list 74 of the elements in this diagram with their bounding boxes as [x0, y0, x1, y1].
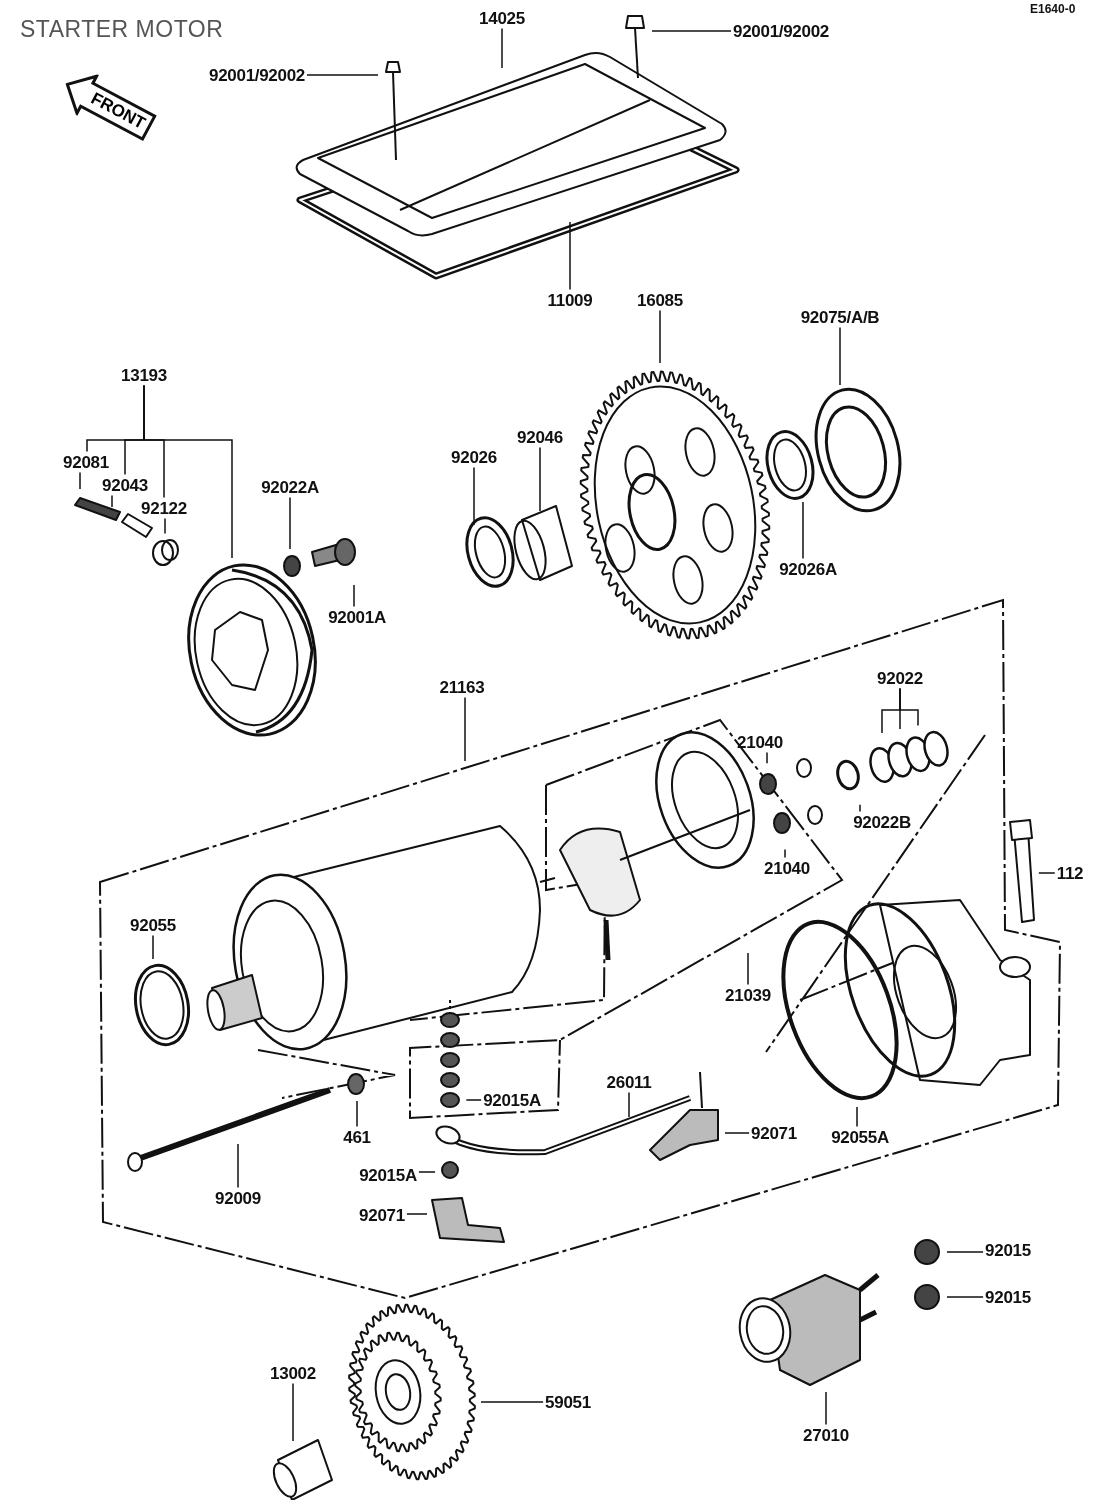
callout-number: 21039	[725, 986, 771, 1004]
leader-line	[353, 584, 355, 608]
callout-number: 92001A	[328, 608, 386, 626]
leader-line	[480, 1401, 544, 1403]
leader-line	[651, 30, 732, 32]
callout-number: 92015A	[483, 1091, 541, 1109]
callout-number: 112	[1056, 864, 1084, 882]
leader-line	[802, 501, 804, 560]
callout-number: 92071	[359, 1206, 405, 1224]
leader-line	[501, 27, 503, 69]
callout-number: 461	[343, 1128, 371, 1146]
leader-line	[356, 1100, 358, 1128]
drawing-code: E1640-0	[1030, 2, 1076, 16]
leader-line	[839, 326, 841, 386]
callout-number: 92122	[141, 499, 187, 517]
leader-line	[406, 1213, 428, 1215]
callout-number: 21163	[439, 678, 485, 696]
callout-number: 92009	[215, 1189, 261, 1207]
callout-number: 92026	[451, 448, 497, 466]
leader-line	[473, 466, 475, 526]
leader-line	[747, 952, 749, 986]
leader-line	[724, 1132, 750, 1134]
callout-number: 13002	[270, 1364, 316, 1382]
leader-line	[784, 848, 786, 859]
leader-line	[306, 74, 379, 76]
callout-number: 92015	[985, 1288, 1031, 1306]
callout-number: 27010	[803, 1426, 849, 1444]
leader-line	[569, 221, 571, 291]
callout-number: 21040	[737, 733, 783, 751]
callout-number: 92015	[985, 1241, 1031, 1259]
leader-line	[628, 1091, 630, 1118]
callout-number: 92071	[751, 1124, 797, 1142]
callout-number: 59051	[545, 1393, 591, 1411]
callout-number: 92022	[877, 669, 923, 687]
leader-line	[539, 446, 541, 512]
leader-line	[79, 471, 81, 490]
callout-number: 92081	[63, 453, 109, 471]
callout-number: 92026A	[779, 560, 837, 578]
leader-line	[152, 934, 154, 960]
callout-number: 92001/92002	[733, 22, 829, 40]
callout-number: 92001/92002	[209, 66, 305, 84]
callout-number: 92055A	[831, 1128, 889, 1146]
callout-number: 26011	[606, 1073, 652, 1091]
callout-number: 92043	[102, 476, 148, 494]
leader-line	[766, 751, 768, 765]
leader-line	[859, 804, 861, 813]
leader-line	[143, 384, 165, 499]
callout-number: 13193	[121, 366, 167, 384]
leader-line	[111, 494, 113, 508]
callout-number: 92022B	[853, 813, 911, 831]
leader-line	[946, 1296, 984, 1298]
leader-line	[464, 696, 466, 762]
callout-number: 14025	[479, 9, 525, 27]
leader-line	[856, 1106, 858, 1128]
callout-number: 92046	[517, 428, 563, 446]
leader-line	[164, 517, 166, 535]
callout-number: 92015A	[359, 1166, 417, 1184]
callout-number: 16085	[637, 291, 683, 309]
leader-line	[465, 1099, 482, 1101]
callout-number: 11009	[547, 291, 593, 309]
callout-number: 21040	[764, 859, 810, 877]
leader-line	[825, 1391, 827, 1426]
callout-number: 92055	[130, 916, 176, 934]
leader-line	[946, 1251, 984, 1253]
leader-line	[292, 1382, 294, 1442]
leader-line	[1038, 872, 1056, 874]
leader-line	[899, 687, 919, 727]
diagram-title: STARTER MOTOR	[20, 16, 224, 43]
leader-line	[289, 496, 291, 550]
leader-line	[418, 1171, 436, 1173]
callout-number: 92075/A/B	[800, 308, 880, 326]
callout-number: 92022A	[261, 478, 319, 496]
leader-line	[237, 1143, 239, 1189]
leader-line	[659, 309, 661, 364]
